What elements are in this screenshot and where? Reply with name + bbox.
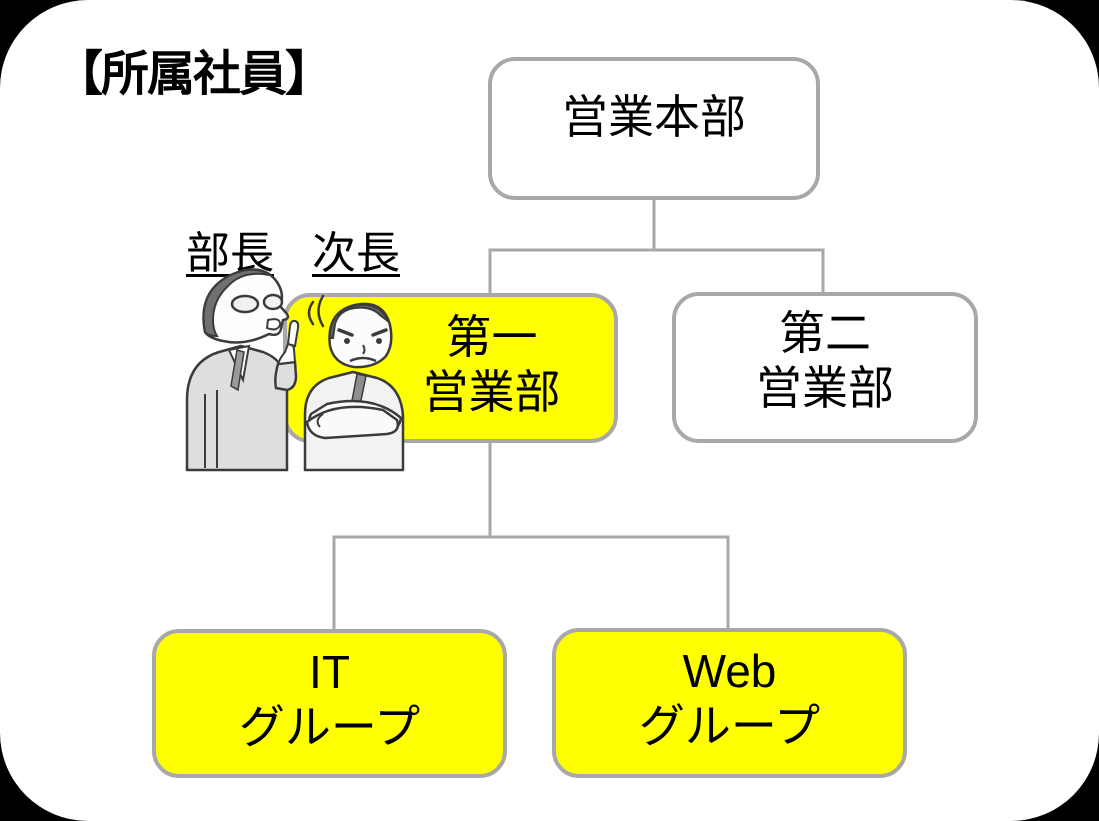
org-node-label-line2: グループ [638,700,821,752]
role-labels: 部長次長 [186,217,400,281]
org-node-label-line1: 第二 [779,306,871,359]
org-node-label-line1: 第一 [445,311,538,363]
org-node-label-line2: 営業部 [756,361,894,414]
org-node-second-sales-dept: 第二 営業部 [672,292,978,443]
org-node-sales-headquarters: 営業本部 [488,57,820,200]
org-node-label: 営業本部 [562,91,746,143]
org-node-label-line2: 営業部 [422,366,561,418]
businessmen-illustration [185,268,405,472]
role-label-jicho: 次長 [312,229,400,278]
org-node-label-line2: グループ [238,700,421,753]
org-node-label-line1: IT [309,645,350,698]
annoyed-employee-figure [303,294,405,472]
org-node-it-group: IT グループ [152,629,507,778]
org-node-label-line1: Web [682,645,777,697]
org-node-web-group: Web グループ [552,628,907,778]
manager-figure [185,268,300,472]
page-title: 【所属社員】 [55,48,333,101]
